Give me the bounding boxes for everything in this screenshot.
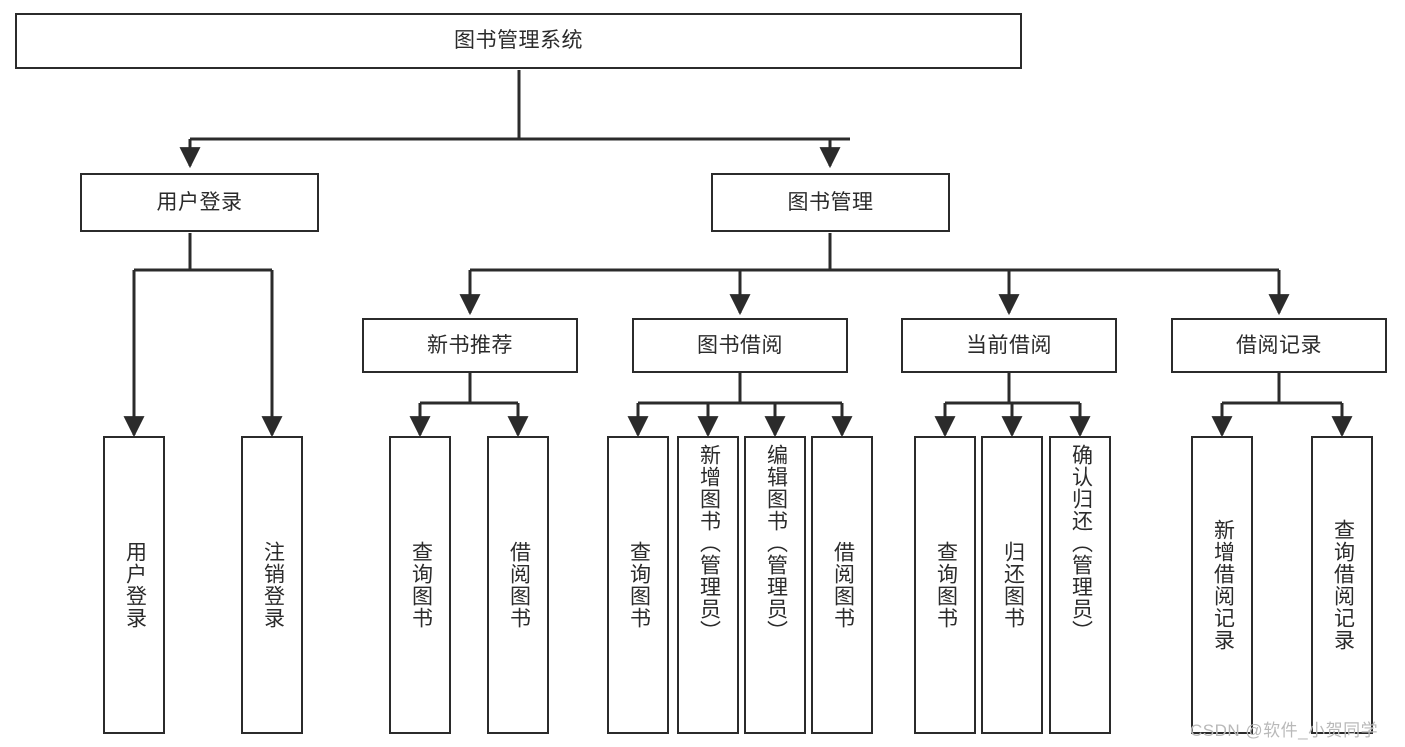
node-leaf-borrow-book-2[interactable]: 借阅图书 xyxy=(811,436,873,734)
node-leaf-add-record-label: 新增借阅记录 xyxy=(1211,519,1235,651)
node-leaf-query-book-3-label: 查询图书 xyxy=(934,541,958,629)
node-leaf-edit-book-label: 编辑图书（管理员） xyxy=(764,444,788,642)
node-leaf-query-book-2[interactable]: 查询图书 xyxy=(607,436,669,734)
node-leaf-add-book[interactable]: 新增图书（管理员） xyxy=(677,436,739,734)
node-current-borrow-label: 当前借阅 xyxy=(966,333,1052,357)
node-leaf-borrow-book-1[interactable]: 借阅图书 xyxy=(487,436,549,734)
node-leaf-user-logout-label: 注销登录 xyxy=(261,541,285,629)
node-leaf-confirm-return[interactable]: 确认归还（管理员） xyxy=(1049,436,1111,734)
node-book-manage[interactable]: 图书管理 xyxy=(711,173,950,232)
node-leaf-add-record[interactable]: 新增借阅记录 xyxy=(1191,436,1253,734)
node-leaf-query-book-1[interactable]: 查询图书 xyxy=(389,436,451,734)
node-leaf-user-login[interactable]: 用户登录 xyxy=(103,436,165,734)
node-leaf-return-book[interactable]: 归还图书 xyxy=(981,436,1043,734)
node-leaf-edit-book[interactable]: 编辑图书（管理员） xyxy=(744,436,806,734)
node-new-book-recommend[interactable]: 新书推荐 xyxy=(362,318,578,373)
node-leaf-borrow-book-2-label: 借阅图书 xyxy=(831,541,855,629)
node-leaf-query-record-label: 查询借阅记录 xyxy=(1331,519,1355,651)
node-leaf-user-logout[interactable]: 注销登录 xyxy=(241,436,303,734)
node-leaf-return-book-label: 归还图书 xyxy=(1001,541,1025,629)
node-book-borrow[interactable]: 图书借阅 xyxy=(632,318,848,373)
node-leaf-borrow-book-1-label: 借阅图书 xyxy=(507,541,531,629)
csdn-watermark: CSDN @软件_小贺同学 xyxy=(1190,721,1379,740)
node-user-login-label: 用户登录 xyxy=(156,190,243,214)
node-current-borrow[interactable]: 当前借阅 xyxy=(901,318,1117,373)
node-leaf-user-login-label: 用户登录 xyxy=(123,541,147,629)
node-leaf-query-record[interactable]: 查询借阅记录 xyxy=(1311,436,1373,734)
node-root[interactable]: 图书管理系统 xyxy=(15,13,1022,69)
node-leaf-query-book-1-label: 查询图书 xyxy=(409,541,433,629)
node-book-borrow-label: 图书借阅 xyxy=(697,333,783,357)
node-borrow-record[interactable]: 借阅记录 xyxy=(1171,318,1387,373)
node-book-manage-label: 图书管理 xyxy=(787,190,874,214)
node-leaf-add-book-label: 新增图书（管理员） xyxy=(697,444,721,642)
node-leaf-confirm-return-label: 确认归还（管理员） xyxy=(1069,444,1093,642)
node-leaf-query-book-2-label: 查询图书 xyxy=(627,541,651,629)
node-root-label: 图书管理系统 xyxy=(454,29,583,53)
node-user-login[interactable]: 用户登录 xyxy=(80,173,319,232)
node-leaf-query-book-3[interactable]: 查询图书 xyxy=(914,436,976,734)
node-new-book-recommend-label: 新书推荐 xyxy=(427,333,513,357)
node-borrow-record-label: 借阅记录 xyxy=(1236,333,1322,357)
